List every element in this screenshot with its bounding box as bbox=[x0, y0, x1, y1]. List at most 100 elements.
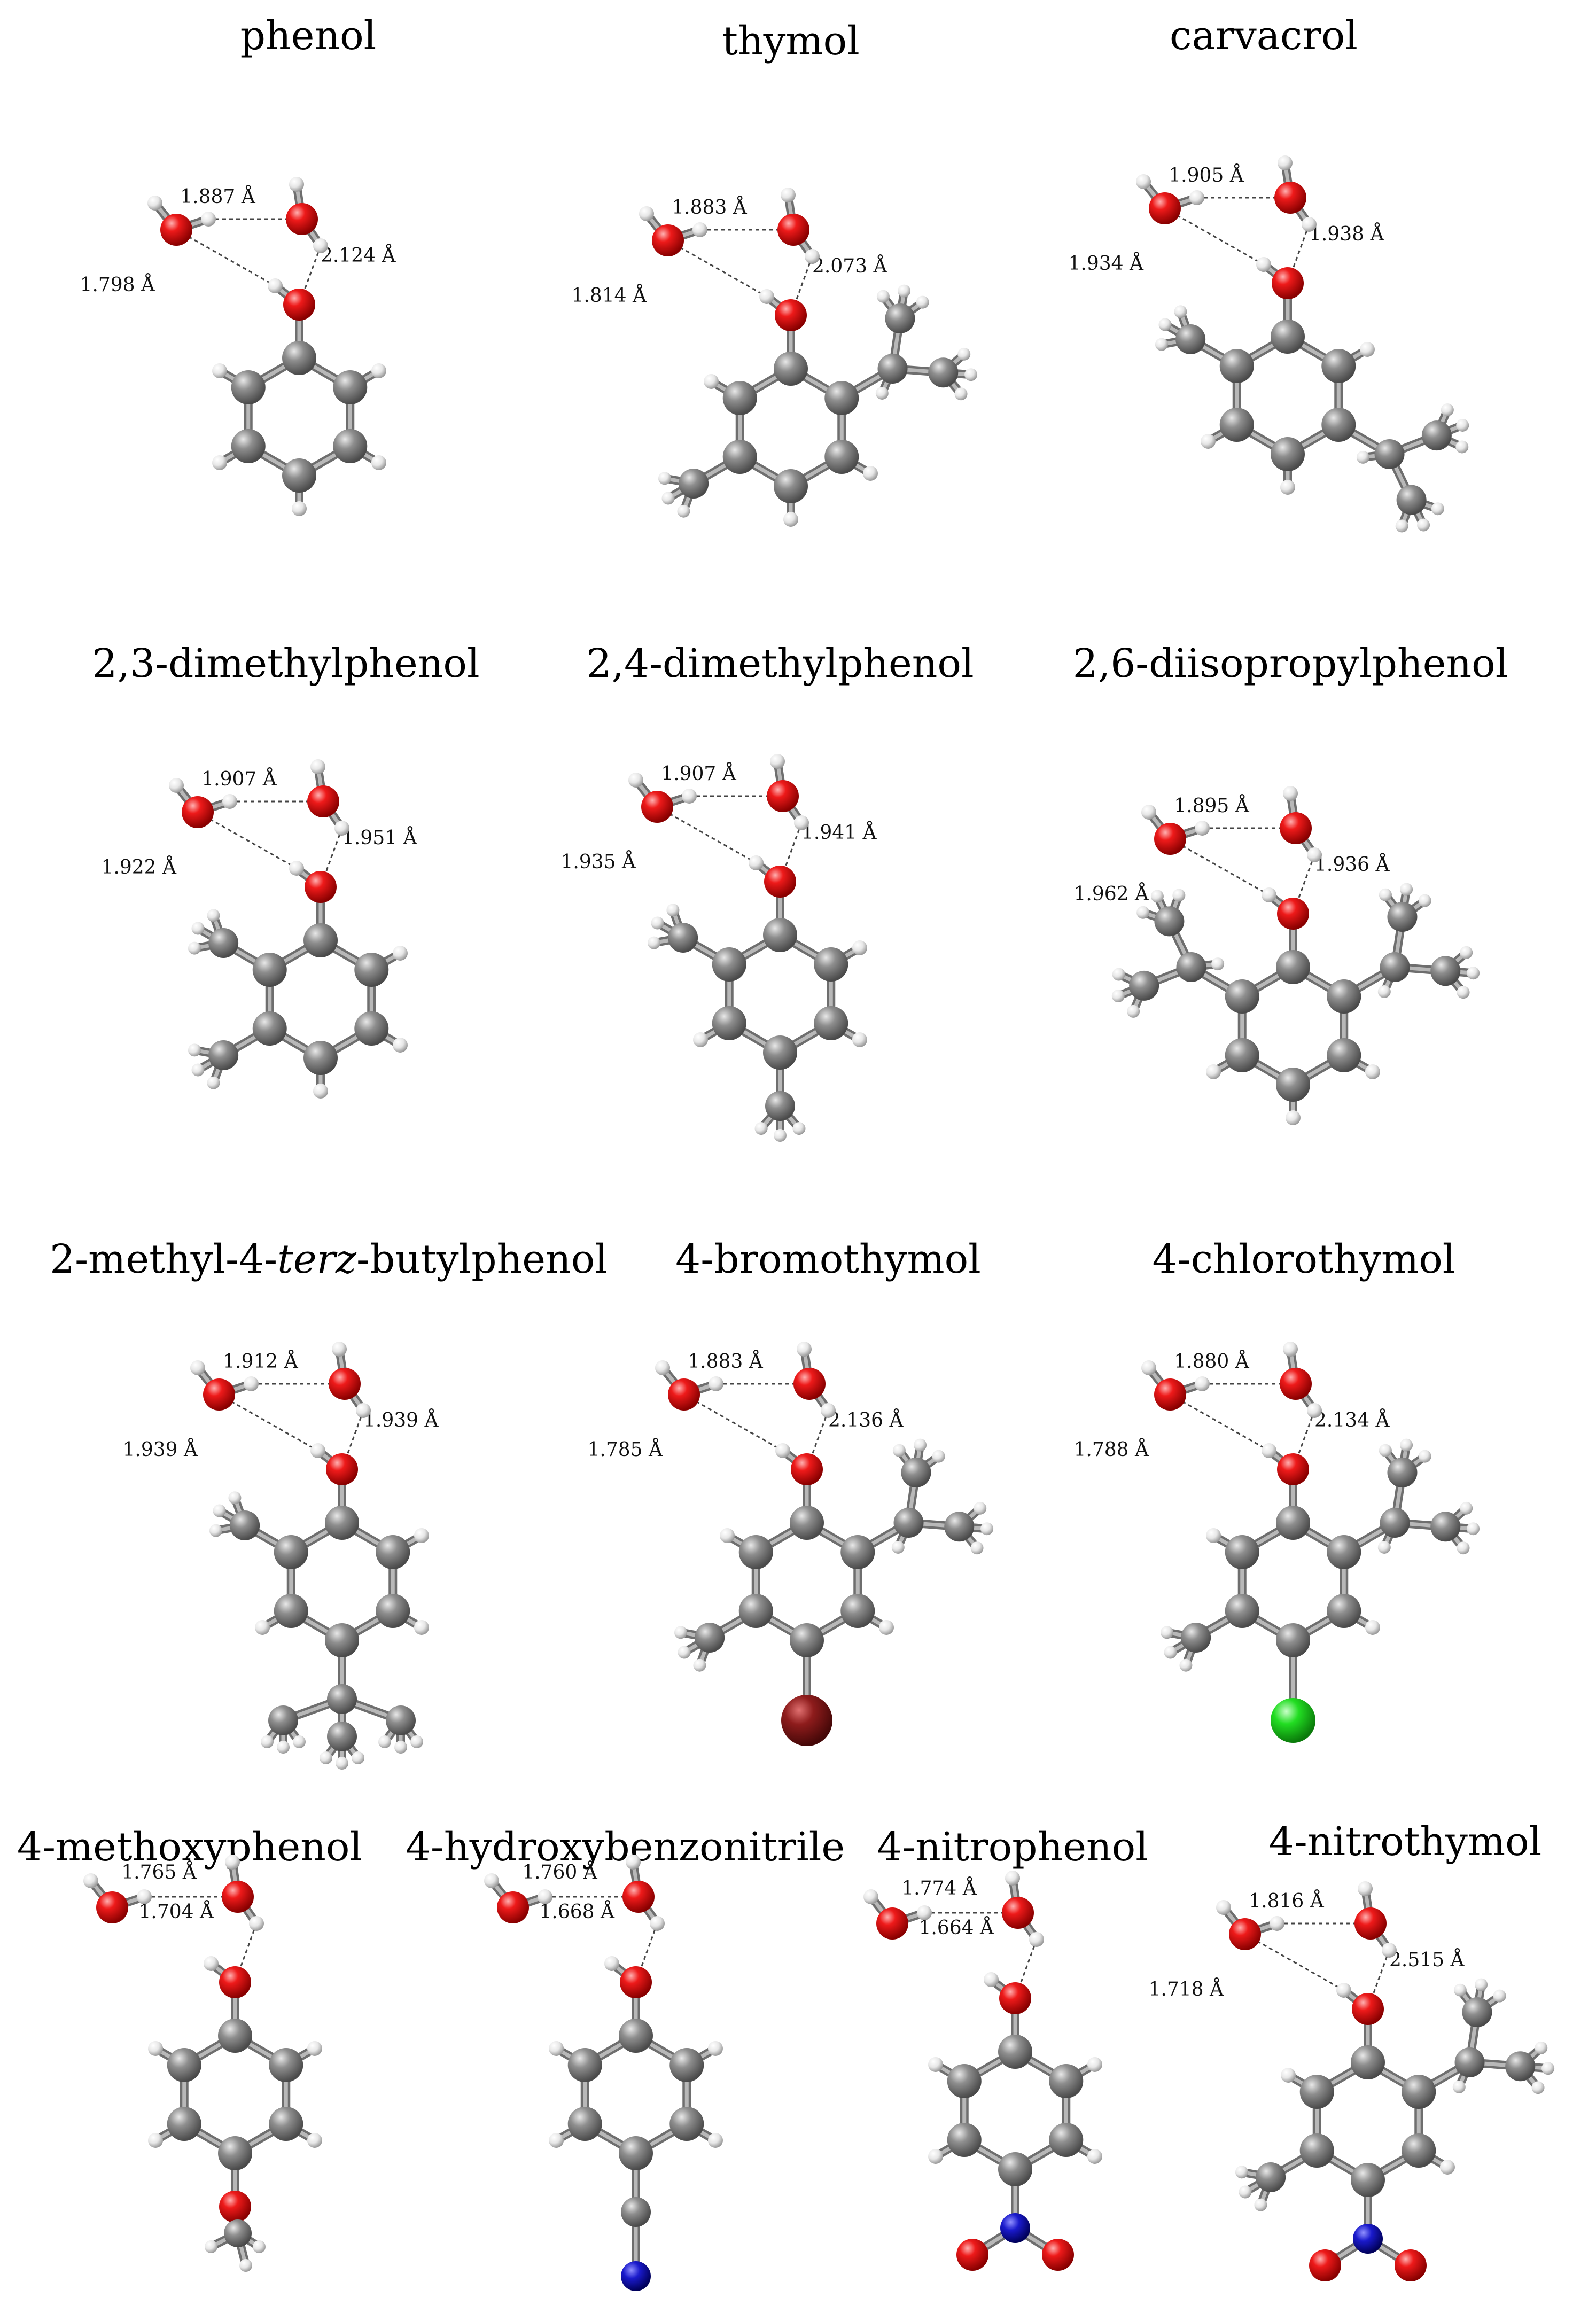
hydrogen-atom bbox=[674, 1626, 687, 1639]
carbon-atom bbox=[208, 1040, 239, 1070]
panel-title: thymol bbox=[722, 21, 860, 61]
hydrogen-atom bbox=[1029, 1932, 1044, 1947]
carbon-atom bbox=[327, 1684, 357, 1714]
carbon-atom bbox=[947, 2064, 982, 2098]
carbon-atom bbox=[790, 1623, 824, 1657]
hydrogen-atom bbox=[863, 1889, 878, 1904]
hydrogen-atom bbox=[891, 1540, 905, 1554]
hydrogen-atom bbox=[1262, 1443, 1276, 1458]
oxygen-atom bbox=[326, 1453, 358, 1485]
hydrogen-atom bbox=[1239, 2185, 1252, 2199]
oxygen-atom bbox=[203, 1378, 235, 1411]
hydrogen-atom bbox=[320, 1751, 332, 1764]
carbon-atom bbox=[1129, 970, 1159, 1001]
hydrogen-bond-line bbox=[1244, 1933, 1344, 1991]
carbon-atom bbox=[790, 1506, 824, 1540]
molecule-phenol: 1.887 Å1.798 Å2.124 Å bbox=[80, 177, 396, 516]
hydrogen-atom bbox=[249, 1916, 264, 1931]
hbond-distance-label: 1.922 Å bbox=[101, 856, 177, 878]
carbon-atom bbox=[824, 381, 859, 415]
hydrogen-atom bbox=[261, 1735, 274, 1748]
hydrogen-atom bbox=[862, 466, 878, 481]
hydrogen-atom bbox=[666, 904, 680, 917]
panel-title: 2-methyl-4-terz-butylphenol bbox=[50, 1240, 608, 1279]
carbon-atom bbox=[218, 2136, 252, 2170]
carbon-atom bbox=[1402, 2133, 1436, 2168]
carbon-atom bbox=[763, 918, 797, 952]
hydrogen-atom bbox=[1206, 1528, 1221, 1543]
hydrogen-atom bbox=[277, 1741, 290, 1754]
hydrogen-atom bbox=[682, 789, 697, 804]
hydrogen-atom bbox=[1087, 2149, 1102, 2164]
carbon-atom bbox=[738, 1535, 773, 1569]
hydrogen-atom bbox=[1172, 889, 1186, 902]
oxygen-atom bbox=[652, 224, 684, 256]
hbond-distance-label: 1.788 Å bbox=[1073, 1438, 1149, 1461]
hydrogen-atom bbox=[1457, 1541, 1470, 1555]
oxygen-atom bbox=[283, 289, 315, 321]
hydrogen-atom bbox=[1235, 2166, 1248, 2179]
carbon-atom bbox=[765, 1091, 795, 1121]
molecule-carvacrol: 1.905 Å1.934 Å1.938 Å bbox=[1068, 155, 1469, 533]
carbon-atom bbox=[333, 429, 368, 463]
molecule-23dmp: 1.907 Å 1.922 Å 1.951 Å bbox=[101, 759, 418, 1099]
hydrogen-bond-line bbox=[1164, 207, 1264, 266]
hbond-distance-label: 1.907 Å bbox=[201, 768, 277, 790]
hydrogen-atom bbox=[1467, 967, 1480, 980]
hydrogen-atom bbox=[1278, 155, 1293, 170]
hydrogen-atom bbox=[253, 2240, 266, 2253]
oxygen-atom bbox=[1280, 1368, 1312, 1400]
hydrogen-atom bbox=[1359, 342, 1375, 357]
hydrogen-atom bbox=[1206, 1064, 1221, 1079]
nitrogen-atom bbox=[1000, 2213, 1030, 2243]
oxygen-atom bbox=[1309, 2249, 1341, 2281]
hydrogen-atom bbox=[1281, 2068, 1296, 2083]
carbon-atom bbox=[230, 1510, 260, 1540]
hydrogen-atom bbox=[392, 1038, 408, 1053]
carbon-atom bbox=[1327, 1535, 1361, 1569]
oxygen-atom bbox=[622, 1881, 655, 1913]
carbon-atom bbox=[1181, 1623, 1211, 1653]
oxygen-atom bbox=[641, 791, 673, 823]
hydrogen-atom bbox=[209, 1524, 222, 1537]
hydrogen-bond-line bbox=[667, 239, 767, 298]
hydrogen-atom bbox=[914, 1438, 927, 1452]
hydrogen-atom bbox=[1307, 1403, 1322, 1418]
carbon-atom bbox=[1462, 1997, 1492, 2028]
hydrogen-atom bbox=[651, 916, 664, 930]
hydrogen-atom bbox=[244, 1376, 259, 1391]
hbond-distance-label: 2.124 Å bbox=[321, 244, 396, 267]
hydrogen-atom bbox=[749, 855, 764, 870]
hbond-distance-label: 1.718 Å bbox=[1148, 1978, 1224, 2000]
oxygen-atom bbox=[1042, 2239, 1074, 2271]
carbon-atom bbox=[218, 2019, 252, 2053]
carbon-atom bbox=[303, 923, 338, 957]
carbon-atom bbox=[1374, 439, 1405, 469]
carbon-atom bbox=[722, 440, 757, 474]
hydrogen-atom bbox=[538, 1889, 552, 1904]
hbond-distance-label: 1.951 Å bbox=[342, 827, 418, 849]
hbonds-group: 1.907 Å1.935 Å1.941 Å bbox=[560, 762, 877, 882]
hydrogen-atom bbox=[805, 249, 820, 264]
carbon-atom bbox=[167, 2048, 201, 2082]
carbon-atom bbox=[1380, 952, 1410, 982]
hydrogen-atom bbox=[201, 212, 216, 227]
carbon-atom bbox=[1387, 902, 1418, 932]
molecule-thymol: 1.883 Å1.814 Å2.073 Å bbox=[571, 188, 978, 527]
hbond-distance-label: 1.962 Å bbox=[1073, 883, 1149, 905]
hydrogen-atom bbox=[954, 387, 968, 401]
oxygen-atom bbox=[1002, 1897, 1034, 1929]
carbon-atom bbox=[231, 429, 266, 463]
carbon-atom bbox=[1321, 349, 1356, 383]
carbon-atom bbox=[774, 352, 808, 386]
oxygen-atom bbox=[1277, 898, 1309, 930]
hydrogen-atom bbox=[1262, 887, 1276, 902]
hbond-distance-label: 1.765 Å bbox=[121, 1861, 197, 1883]
carbon-atom bbox=[231, 370, 266, 404]
hbond-distance-label: 1.907 Å bbox=[661, 762, 737, 785]
hydrogen-atom bbox=[984, 1972, 999, 1987]
oxygen-atom bbox=[767, 780, 799, 812]
hydrogen-atom bbox=[875, 386, 889, 400]
panel-title: 4-bromothymol bbox=[675, 1240, 981, 1279]
atoms-group bbox=[484, 1855, 723, 2291]
